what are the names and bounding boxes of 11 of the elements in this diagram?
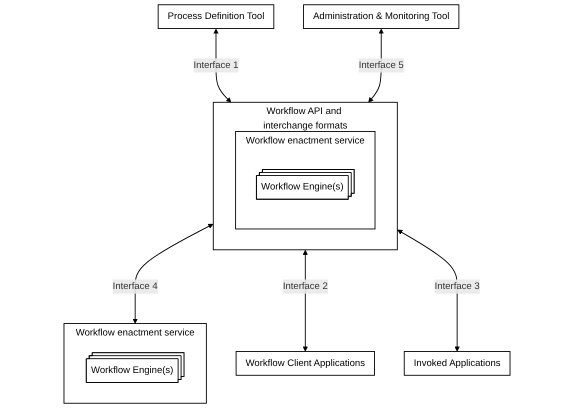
- edge-label: Interface 5: [358, 60, 404, 70]
- edge-label: Interface 2: [282, 281, 328, 292]
- edge-label: Interface 4: [112, 281, 158, 292]
- edge-label: Interface 3: [434, 281, 480, 292]
- node-box: Process Definition Tool: [158, 4, 274, 29]
- edge-label: Interface 1: [194, 60, 238, 70]
- arrow: [397, 230, 460, 352]
- node-box: Invoked Applications: [404, 351, 510, 376]
- node-box: Administration & Monitoring Tool: [303, 4, 460, 29]
- node-box: Workflow Client Applications: [236, 351, 375, 376]
- arrow: [132, 224, 214, 324]
